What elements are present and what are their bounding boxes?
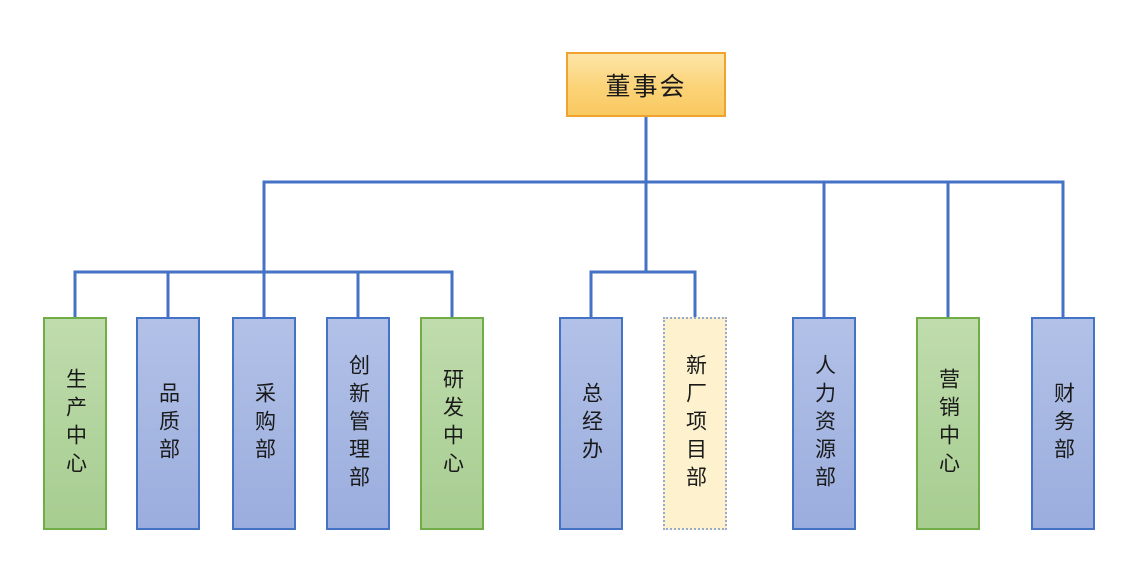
node-rnd-center[interactable]: 研发中心 [420, 317, 484, 530]
node-hr-dept[interactable]: 人力资源部 [792, 317, 856, 530]
node-quality-dept[interactable]: 品质部 [136, 317, 200, 530]
node-quality-dept-label: 品质部 [156, 381, 180, 466]
node-production-center-label: 生产中心 [63, 367, 87, 480]
node-innovation-management-dept-label: 创新管理部 [346, 353, 370, 494]
node-marketing-center-label: 营销中心 [936, 367, 960, 480]
node-finance-dept[interactable]: 财务部 [1031, 317, 1095, 530]
node-production-center[interactable]: 生产中心 [43, 317, 107, 530]
node-finance-dept-label: 财务部 [1051, 381, 1075, 466]
node-board[interactable]: 董事会 [566, 52, 726, 117]
node-innovation-management-dept[interactable]: 创新管理部 [326, 317, 390, 530]
connector-mid-rail [589, 270, 697, 317]
node-purchasing-dept[interactable]: 采购部 [232, 317, 296, 530]
node-hr-dept-label: 人力资源部 [812, 353, 836, 494]
node-new-plant-project-dept[interactable]: 新厂项目部 [663, 317, 727, 530]
node-marketing-center[interactable]: 营销中心 [916, 317, 980, 530]
node-general-manager-office-label: 总经办 [579, 381, 603, 466]
connector-main-rail [262, 180, 1065, 317]
node-purchasing-dept-label: 采购部 [252, 381, 276, 466]
node-rnd-center-label: 研发中心 [440, 367, 464, 480]
node-general-manager-office[interactable]: 总经办 [559, 317, 623, 530]
node-board-label: 董事会 [605, 72, 687, 101]
node-new-plant-project-dept-label: 新厂项目部 [683, 353, 707, 494]
